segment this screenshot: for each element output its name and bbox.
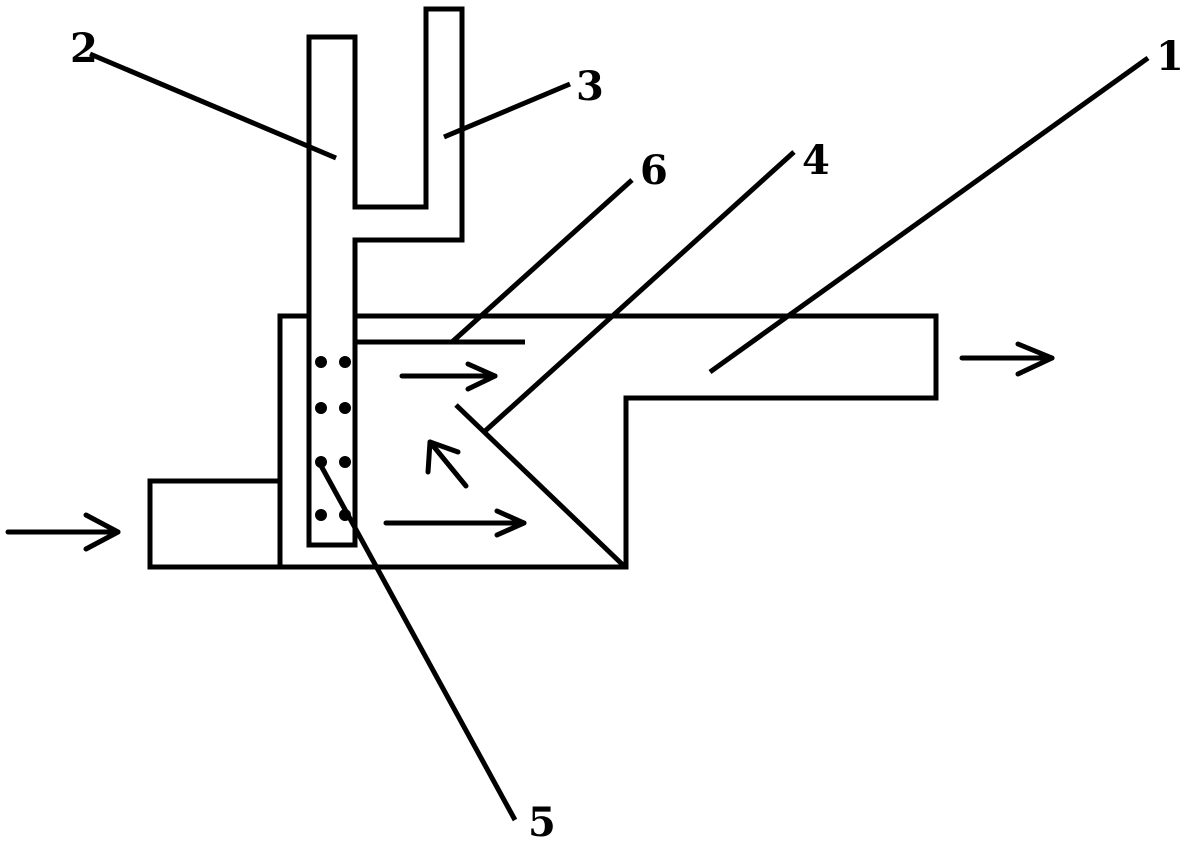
flow-arrow-outlet <box>959 341 1055 377</box>
inclined-plate <box>454 403 626 568</box>
leader-line-5 <box>316 460 518 822</box>
flow-arrow-upper <box>399 361 498 392</box>
hole <box>315 356 327 368</box>
hole <box>315 402 327 414</box>
callout-5: 5 <box>528 799 556 846</box>
u-tube-outline <box>306 6 465 548</box>
flow-arrow-inlet <box>5 512 121 552</box>
hole <box>315 509 327 521</box>
hole <box>339 402 351 414</box>
inlet-box <box>147 478 283 570</box>
callout-4: 4 <box>802 137 830 184</box>
flow-arrow-return <box>425 439 469 489</box>
leader-line-3 <box>443 81 571 140</box>
main-chamber-outline <box>277 313 939 570</box>
callout-1: 1 <box>1156 33 1184 80</box>
leader-line-4 <box>482 150 796 434</box>
callout-6: 6 <box>640 147 668 194</box>
leader-line-2 <box>89 51 337 161</box>
callout-3: 3 <box>576 63 604 110</box>
callout-2: 2 <box>70 25 98 72</box>
hole <box>339 456 351 468</box>
hole <box>339 356 351 368</box>
leader-line-6 <box>450 178 634 344</box>
flow-arrow-lower <box>383 508 527 538</box>
leader-line-1 <box>708 55 1150 375</box>
